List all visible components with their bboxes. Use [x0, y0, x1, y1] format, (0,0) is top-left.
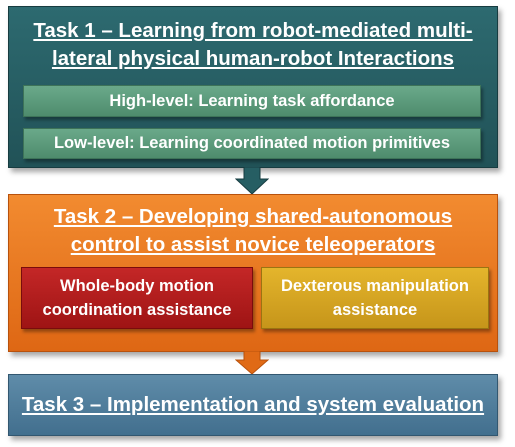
down-arrow-icon — [235, 351, 269, 375]
task1-title-line2: lateral physical human-robot Interaction… — [51, 47, 455, 70]
low-level-label: Low-level: Learning coordinated motion p… — [53, 134, 451, 152]
task1-title-line1: Task 1 – Learning from robot-mediated mu… — [33, 19, 473, 42]
down-arrow-icon — [235, 167, 269, 195]
high-level-label: High-level: Learning task affordance — [109, 91, 395, 110]
whole-body-box: Whole-body motion coordination assistanc… — [21, 267, 253, 329]
whole-body-line2: coordination assistance — [42, 301, 232, 319]
task2-title: Task 2 – Developing shared-autonomous co… — [9, 203, 497, 259]
dexterous-line2: assistance — [332, 301, 418, 319]
whole-body-line1: Whole-body motion — [60, 277, 214, 295]
task2-box: Task 2 – Developing shared-autonomous co… — [8, 194, 498, 352]
task1-title: Task 1 – Learning from robot-mediated mu… — [9, 17, 497, 73]
task2-title-line1: Task 2 – Developing shared-autonomous — [53, 205, 453, 228]
task3-title: Task 3 – Implementation and system evalu… — [21, 393, 485, 416]
task2-title-line2: control to assist novice teleoperators — [70, 233, 436, 256]
high-level-box: High-level: Learning task affordance — [23, 85, 481, 117]
low-level-box: Low-level: Learning coordinated motion p… — [23, 128, 481, 159]
task1-box: Task 1 – Learning from robot-mediated mu… — [8, 6, 498, 168]
task3-box: Task 3 – Implementation and system evalu… — [8, 374, 498, 436]
dexterous-line1: Dexterous manipulation — [281, 277, 469, 295]
dexterous-box: Dexterous manipulation assistance — [261, 267, 489, 329]
